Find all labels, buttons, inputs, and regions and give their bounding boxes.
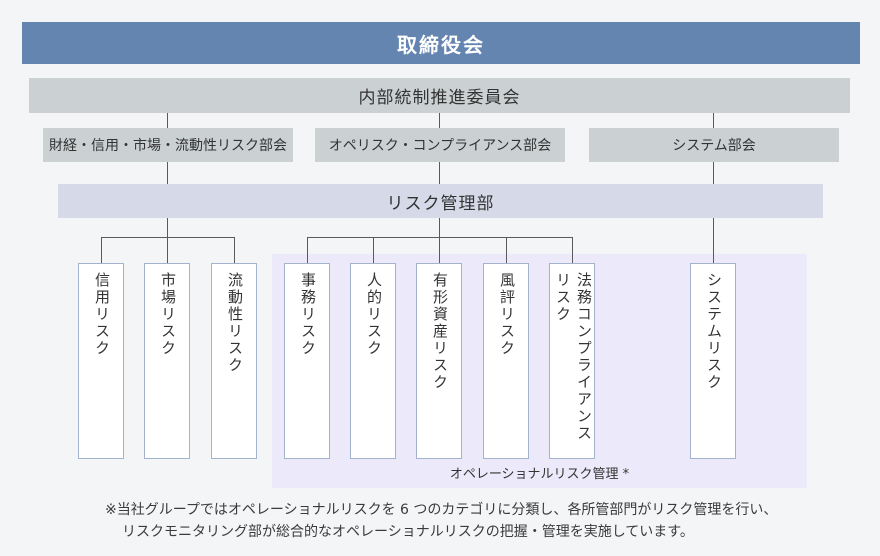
connector-line xyxy=(167,113,168,128)
subcommittee-oprisk-compliance: オペリスク・コンプライアンス部会 xyxy=(315,128,565,162)
connector-line xyxy=(167,237,168,263)
connector-line xyxy=(234,237,235,263)
risk-box-reputation: 風評リスク xyxy=(483,263,529,459)
risk-management-department-bar: リスク管理部 xyxy=(58,184,823,218)
risk-box-liquidity: 流動性リスク xyxy=(211,263,257,459)
footnote-line-2: リスクモニタリング部が総合的なオペレーショナルリスクの把握・管理を実施しています… xyxy=(122,524,694,540)
risk-box-tangible-assets: 有形資産リスク xyxy=(416,263,462,459)
connector-line xyxy=(101,237,102,263)
risk-box-credit: 信用リスク xyxy=(78,263,124,459)
risk-box-operations: 事務リスク xyxy=(284,263,330,459)
connector-line xyxy=(572,237,573,263)
connector-line xyxy=(439,162,440,184)
risk-box-system: システムリスク xyxy=(690,263,736,459)
connector-line xyxy=(167,162,168,184)
footnote-line-1: ※当社グループではオペレーショナルリスクを 6 つのカテゴリに分類し、各所管部門… xyxy=(105,502,778,518)
internal-control-committee-bar: 内部統制推進委員会 xyxy=(29,78,850,113)
connector-line xyxy=(506,237,507,263)
connector-line xyxy=(713,218,714,265)
connector-line xyxy=(307,237,308,263)
subcommittee-system: システム部会 xyxy=(589,128,839,162)
connector-line xyxy=(439,113,440,128)
board-of-directors-bar: 取締役会 xyxy=(22,22,860,64)
connector-line xyxy=(101,237,235,238)
risk-box-market: 市場リスク xyxy=(144,263,190,459)
connector-line xyxy=(713,162,714,184)
connector-line xyxy=(439,218,440,237)
risk-box-personnel: 人的リスク xyxy=(350,263,396,459)
connector-line xyxy=(439,237,440,263)
footnote: ※当社グループではオペレーショナルリスクを 6 つのカテゴリに分類し、各所管部門… xyxy=(105,499,777,543)
connector-line xyxy=(307,237,573,238)
subcommittee-finance-credit-market-liquidity: 財経・信用・市場・流動性リスク部会 xyxy=(43,128,293,162)
connector-line xyxy=(167,218,168,237)
connector-line xyxy=(373,237,374,263)
risk-box-legal-compliance: 法務コンプライアンスリスク xyxy=(549,263,595,459)
operational-risk-panel-label: オペレーショナルリスク管理 * xyxy=(449,467,630,482)
connector-line xyxy=(713,113,714,128)
